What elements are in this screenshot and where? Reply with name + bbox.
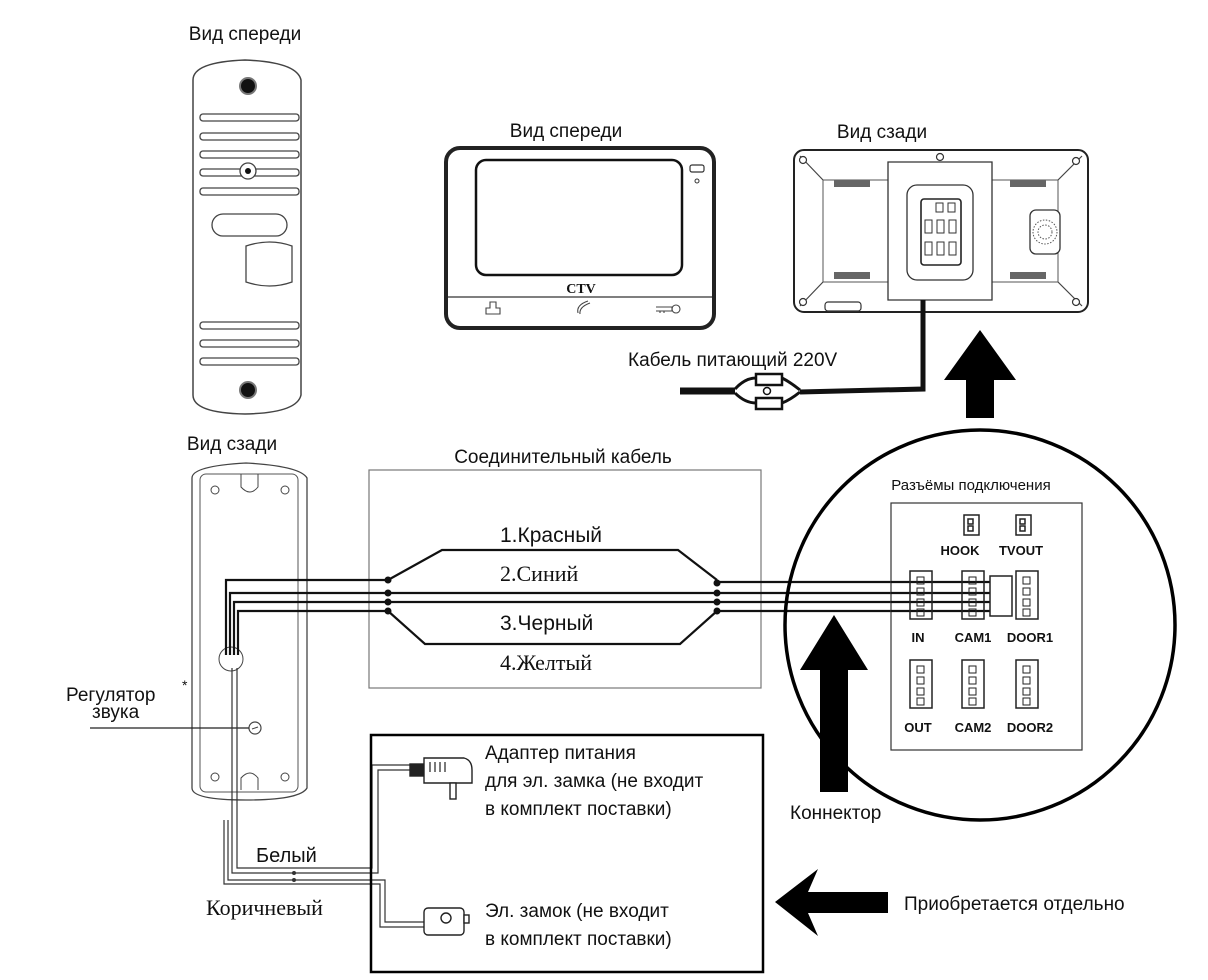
monitor-front-title: Вид спереди [510,121,622,142]
outdoor-panel-back: Вид сзади Регулятор звука * [66,434,308,801]
speaker-icon [1029,209,1061,255]
adapter-text-line2: для эл. замка (не входит [485,771,703,792]
wire-label-white: Белый [256,845,317,867]
power-cable: Кабель питающий 220V [628,300,926,411]
connector-detail: Разъёмы подключения HOOK TVOUT [783,428,1177,822]
panel-front-title: Вид спереди [189,24,301,45]
vent-grille [834,180,1046,279]
port-label-tvout: TVOUT [999,543,1043,558]
connecting-cable: Соединительный кабель 1.Красный 2.Синий … [224,447,965,689]
unlock-icon[interactable] [485,301,501,315]
port-door2[interactable] [1015,659,1039,709]
key-icon[interactable] [656,304,681,314]
wire-blue [228,591,388,655]
monitor-front: Вид спереди CTV [444,121,716,330]
connecting-cable-title: Соединительный кабель [454,447,672,468]
adapter-text-line1: Адаптер питания [485,743,636,764]
wire-black [232,600,388,655]
connector-arrow-icon [800,615,868,792]
handset-icon[interactable] [577,300,591,315]
panel-back-title: Вид сзади [187,434,277,455]
volume-label-line2: звука [92,702,140,723]
wire-label-brown: Коричневый [206,895,323,920]
port-label-cam2: CAM2 [955,720,992,735]
monitor-screen [474,158,684,277]
connectors-title: Разъёмы подключения [891,477,1050,494]
purchased-separately-label: Приобретается отдельно [904,894,1125,915]
screw-icon [798,152,1081,307]
monitor-back: Вид сзади [793,122,1089,313]
wire-label-yellow: 4.Желтый [500,650,592,675]
port-label-in: IN [912,630,925,645]
port-tvout[interactable] [1015,514,1032,536]
port-in[interactable] [909,570,933,620]
left-arrow-icon [775,869,888,936]
port-cam1[interactable] [961,570,985,620]
monitor-back-title: Вид сзади [837,122,927,143]
power-cable-label: Кабель питающий 220V [628,350,838,371]
lock-text-line2: в комплект поставки) [485,929,672,950]
port-label-door1: DOOR1 [1007,630,1053,645]
led-indicator [689,164,705,173]
panel-front-body [192,59,302,415]
screw-icon [210,474,290,790]
zoom-circle [783,428,1177,822]
wire-yellow [236,609,388,655]
power-adapter-icon [409,757,473,800]
lock-box: Адаптер питания для эл. замка (не входит… [369,733,765,974]
wire-red [224,578,388,655]
connector-block [920,198,962,266]
footnote-mark: * [182,677,188,693]
electric-lock-icon [423,907,470,936]
adapter-text-line3: в комплект поставки) [485,799,672,820]
port-out[interactable] [909,659,933,709]
port-door1[interactable] [1015,570,1039,620]
wire-label-black: 3.Черный [500,612,593,635]
terminal-block [754,396,784,411]
lock-wires [223,668,425,928]
port-label-door2: DOOR2 [1007,720,1053,735]
volume-label: Регулятор [66,685,155,706]
lock-box-frame [369,733,765,974]
plug-connector [989,575,1013,617]
screw-icon [239,77,257,95]
panel-back-body [191,462,308,801]
brand-logo: CTV [566,282,596,297]
outdoor-panel-front: Вид спереди [189,24,302,415]
connector-board [890,502,1083,751]
port-label-cam1: CAM1 [955,630,992,645]
up-arrow-icon [944,330,1016,418]
port-cam2[interactable] [961,659,985,709]
port-label-hook: HOOK [941,543,981,558]
screw-icon [239,381,257,399]
port-hook[interactable] [963,514,980,536]
name-plate [211,213,288,237]
call-button-icon [245,241,293,287]
wire-label-blue: 2.Синий [500,561,578,586]
lock-text-line1: Эл. замок (не входит [485,901,669,922]
microphone-icon [694,178,700,184]
terminal-block [754,372,784,387]
port-label-out: OUT [904,720,932,735]
stand-slot [824,301,862,312]
connector-label: Коннектор [790,803,881,824]
wire-label-red: 1.Красный [500,524,602,547]
